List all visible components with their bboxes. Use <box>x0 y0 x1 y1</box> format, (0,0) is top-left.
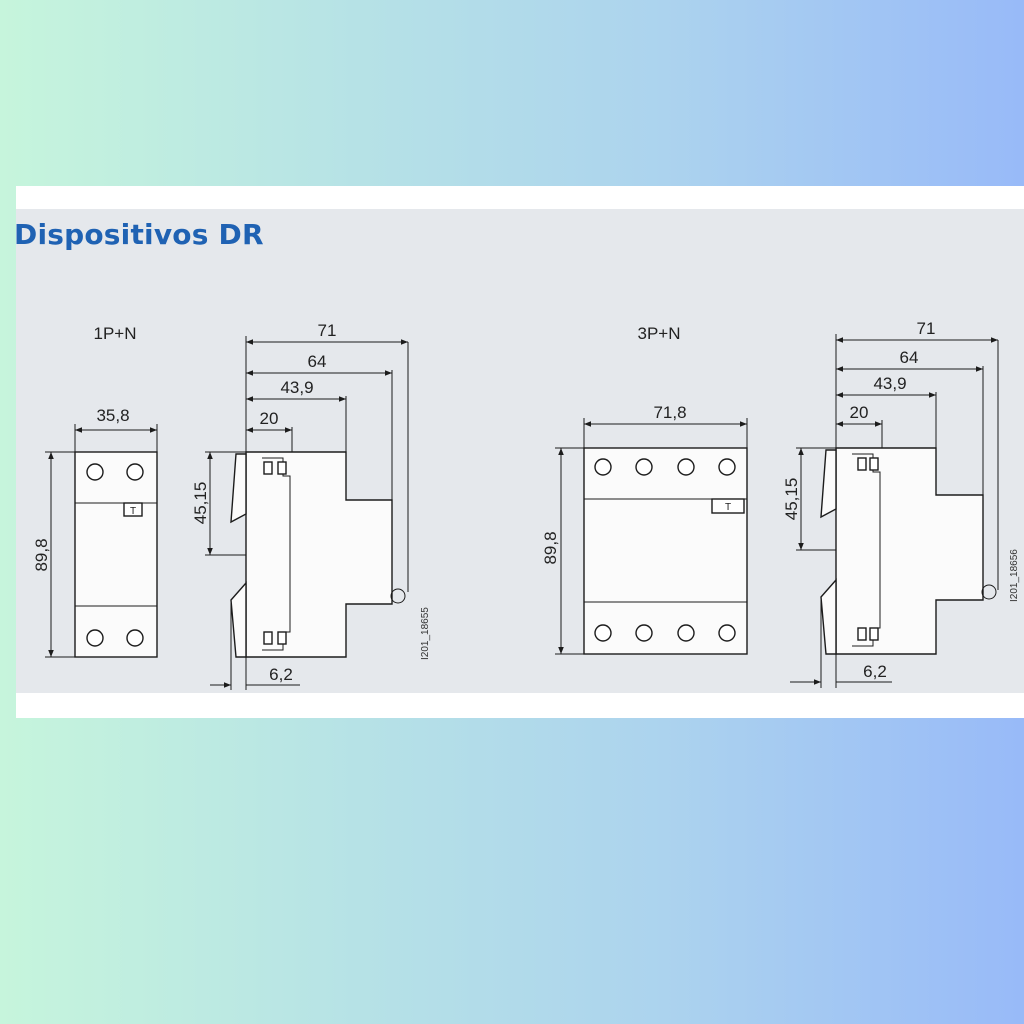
drawing-code-1pn: I201_18655 <box>420 607 431 660</box>
front-view-1pn: T 35,8 89,8 <box>32 406 158 658</box>
terminal-icon <box>718 624 736 642</box>
terminal-icon <box>594 624 612 642</box>
dim-height-3pn: 89,8 <box>541 531 560 564</box>
dim-71-3pn: 71 <box>917 319 936 338</box>
terminal-icon <box>594 458 612 476</box>
side-view-3pn: 71 64 43,9 20 45,15 6,2 I201_18656 <box>782 319 1020 688</box>
dim-64-3pn: 64 <box>900 348 919 367</box>
terminal-icon <box>126 629 144 647</box>
dim-64-1pn: 64 <box>308 352 327 371</box>
test-button-icon <box>123 502 143 517</box>
terminal-icon <box>677 624 695 642</box>
rail-clip-icon <box>390 588 406 604</box>
side-view-1pn: 71 64 43,9 20 45,15 6,2 I201_18655 <box>191 321 431 690</box>
terminal-icon <box>718 458 736 476</box>
page-title: Dispositivos DR <box>14 218 264 251</box>
dim-6-3pn: 6,2 <box>863 662 887 681</box>
dim-height-1pn: 89,8 <box>32 538 51 571</box>
front-view-3pn: T 71,8 89,8 <box>541 403 748 655</box>
device-1pn: 1P+N T 35,8 89,8 <box>32 321 431 690</box>
terminal-icon <box>126 463 144 481</box>
terminal-icon <box>635 624 653 642</box>
drawing-code-3pn: I201_18656 <box>1009 549 1020 602</box>
dim-71-1pn: 71 <box>318 321 337 340</box>
dim-20-1pn: 20 <box>260 409 279 428</box>
dim-43-1pn: 43,9 <box>280 378 313 397</box>
terminal-icon <box>86 463 104 481</box>
dim-20-3pn: 20 <box>850 403 869 422</box>
test-button-icon <box>711 498 745 514</box>
rail-clip-icon <box>981 584 997 600</box>
terminal-icon <box>635 458 653 476</box>
test-button-label: T <box>725 502 731 513</box>
terminal-icon <box>677 458 695 476</box>
dim-6-1pn: 6,2 <box>269 665 293 684</box>
device-3pn: 3P+N T 71,8 89,8 <box>541 319 1020 688</box>
dim-43-3pn: 43,9 <box>873 374 906 393</box>
dim-45-3pn: 45,15 <box>782 478 801 521</box>
device-label-1pn: 1P+N <box>94 324 137 343</box>
terminal-icon <box>86 629 104 647</box>
dim-width-1pn: 35,8 <box>96 406 129 425</box>
test-button-label: T <box>130 506 136 517</box>
dim-width-3pn: 71,8 <box>653 403 686 422</box>
device-label-3pn: 3P+N <box>638 324 681 343</box>
dim-45-1pn: 45,15 <box>191 482 210 525</box>
